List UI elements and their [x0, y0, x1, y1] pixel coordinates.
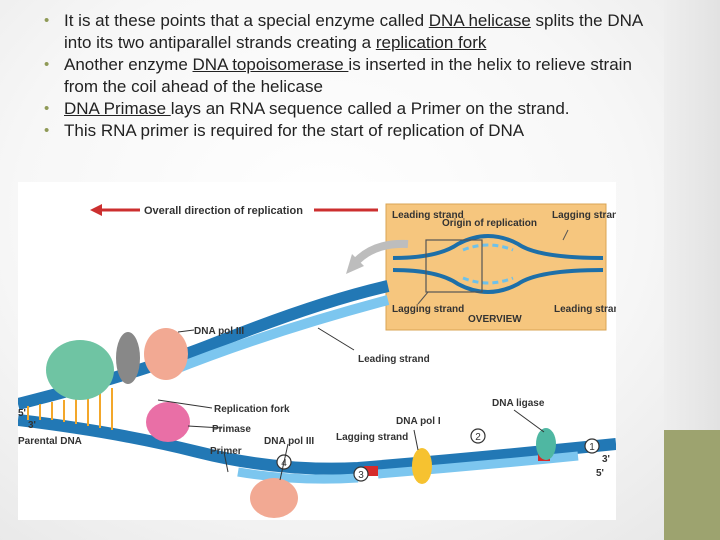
overview-origin-label: Origin of replication [442, 218, 537, 229]
primer-label: Primer [210, 446, 242, 457]
rna-primer-mark [364, 466, 378, 476]
lagging-strand-label: Lagging strand [336, 432, 408, 443]
helicase-protein [116, 332, 140, 384]
bullet-text: splits the DNA into its two antiparallel… [64, 11, 643, 52]
lagging-strand-fragment-1 [237, 467, 359, 484]
replication-fork-label: Replication fork [214, 404, 290, 415]
label-leader-lines [157, 327, 545, 481]
term-dna-helicase: DNA helicase [428, 11, 531, 30]
step-marker-2: 2 [470, 428, 486, 444]
dna-pol-iii-top [144, 328, 188, 380]
overall-direction-arrow [90, 204, 378, 216]
dna-ligase-label: DNA ligase [492, 398, 545, 409]
lagging-strand-fragment-2 [377, 451, 579, 479]
bullet-dot: • [44, 100, 50, 117]
side-accent-block [664, 430, 720, 540]
bullet-text: It is at these points that a special enz… [64, 11, 429, 30]
end-3-right-label: 3' [602, 454, 610, 465]
zoom-arrow-head [346, 254, 364, 274]
parental-dna-label: Parental DNA [18, 436, 82, 447]
bullet-text: This RNA primer is required for the star… [64, 121, 525, 140]
bullet-text: lays an RNA sequence called a Primer on … [170, 99, 570, 118]
parental-dna-bases [27, 388, 113, 430]
primase-protein [146, 402, 190, 442]
step-marker-3: 3 [353, 466, 369, 482]
end-5-left-label: 5' [18, 408, 26, 419]
bullet-dot: • [44, 12, 50, 29]
term-replication-fork: replication fork [375, 33, 487, 52]
term-dna-primase: DNA Primase [64, 99, 171, 118]
overview-lagging-strand-left: Lagging strand [392, 304, 464, 315]
dna-pol-i-label: DNA pol I [396, 416, 441, 427]
dna-ligase-protein [536, 428, 556, 460]
step-2-label: 2 [475, 432, 481, 443]
primase-label: Primase [212, 424, 251, 435]
term-dna-topoisomerase: DNA topoisomerase [192, 55, 349, 74]
overview-panel [385, 203, 607, 331]
dna-pol-iii-top-label: DNA pol III [194, 326, 244, 337]
overall-direction-label: Overall direction of replication [144, 205, 303, 217]
side-decoration [664, 0, 720, 540]
step-1-label: 1 [589, 442, 595, 453]
leading-strand-label: Leading strand [358, 354, 430, 365]
lagging-strand-template [17, 414, 617, 475]
bullet-item: • DNA Primase lays an RNA sequence called… [44, 98, 664, 120]
bullet-dot: • [44, 122, 50, 139]
overview-leading-strand-left: Leading strand [392, 210, 464, 221]
step-marker-1: 1 [584, 438, 600, 454]
end-3-left-label: 3' [28, 420, 36, 431]
bullet-dot: • [44, 56, 50, 73]
bullet-text: Another enzyme [64, 55, 193, 74]
leading-strand-new [166, 295, 390, 377]
replication-diagram: Overall direction of replication Leading… [16, 203, 626, 518]
replication-figure: Overall direction of replication Leading… [16, 182, 626, 520]
bullet-text: is inserted in the helix to relieve stra… [64, 55, 632, 96]
bullet-item: • This RNA primer is required for the sta… [44, 120, 664, 142]
bullet-item: • It is at these points that a special en… [44, 10, 664, 54]
dna-pol-iii-bottom [250, 478, 298, 518]
topoisomerase-protein [46, 340, 114, 400]
overview-title: OVERVIEW [468, 314, 522, 325]
dna-pol-i-protein [412, 448, 432, 484]
bullet-list: • It is at these points that a special en… [44, 10, 664, 142]
end-5-right-label: 5' [596, 468, 604, 479]
dna-pol-iii-bottom-label: DNA pol III [264, 436, 314, 447]
step-3-label: 3 [358, 470, 364, 481]
overview-leading-strand-right: Leading strand [554, 304, 616, 315]
bullet-item: • Another enzyme DNA topoisomerase is ins… [44, 54, 664, 98]
overview-lagging-strand-right: Lagging strand [552, 210, 616, 221]
step-4-label: 4 [281, 458, 287, 469]
